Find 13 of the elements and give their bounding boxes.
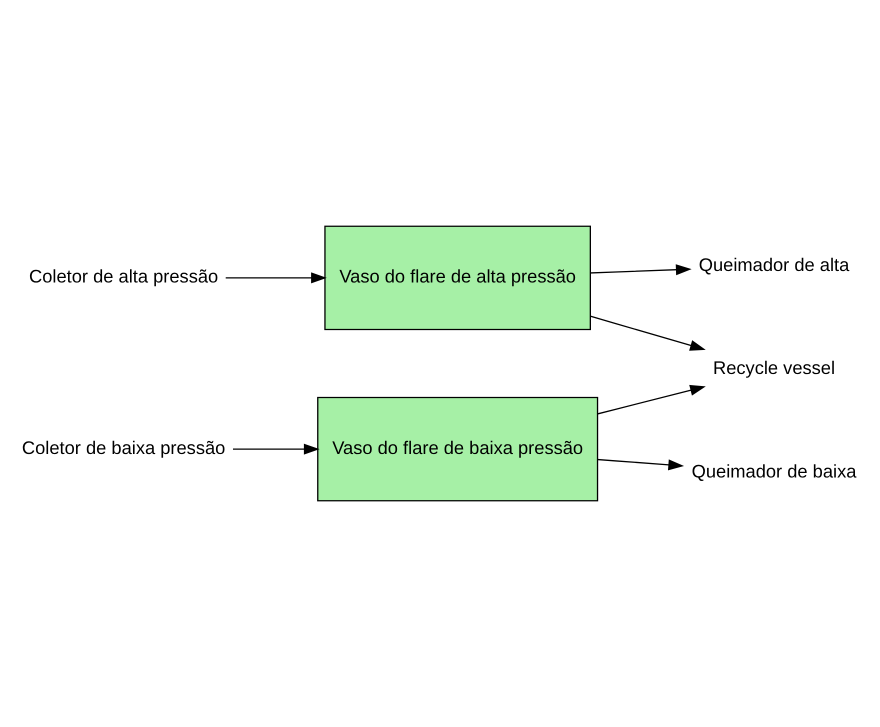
node-text: Queimador de alta xyxy=(698,254,850,275)
node-text: Coletor de alta pressão xyxy=(29,266,218,287)
arrow xyxy=(226,272,327,284)
arrow xyxy=(590,264,692,276)
arrow xyxy=(232,444,320,455)
node-text: Coletor de baixa pressão xyxy=(22,436,226,458)
node-box: Vaso do flare de alta pressão xyxy=(324,226,591,330)
arrow xyxy=(598,384,706,414)
node-box: Vaso do flare de baixa pressão xyxy=(317,396,598,502)
arrow xyxy=(590,316,706,351)
arrow xyxy=(598,458,684,470)
node-text: Queimador de baixa xyxy=(692,460,856,482)
node-text: Recycle vessel xyxy=(713,357,836,378)
